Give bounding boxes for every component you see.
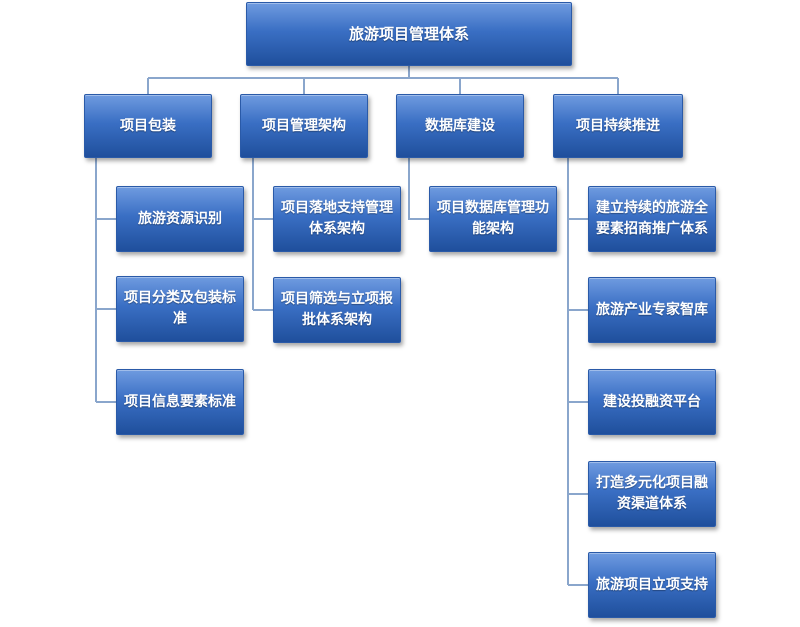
leaf-node: 旅游项目立项支持 [588,552,716,618]
branch-node-promotion: 项目持续推进 [553,94,683,158]
leaf-node: 建设投融资平台 [588,369,716,435]
leaf-node: 项目筛选与立项报批体系架构 [273,277,401,343]
leaf-node: 旅游产业专家智库 [588,277,716,343]
connector-branch-3 [408,158,429,220]
leaf-node: 打造多元化项目融资渠道体系 [588,461,716,527]
leaf-node: 项目分类及包装标准 [116,276,244,342]
leaf-node: 项目落地支持管理体系架构 [273,186,401,252]
connector-branch-4 [567,158,588,586]
leaf-node: 旅游资源识别 [116,186,244,252]
branch-node-packaging: 项目包装 [84,94,212,158]
branch-node-management: 项目管理架构 [240,94,368,158]
connector-root [147,66,619,94]
connector-branch-1 [95,158,116,403]
branch-node-database: 数据库建设 [396,94,524,158]
leaf-node: 项目信息要素标准 [116,369,244,435]
connector-branch-2 [252,158,273,311]
leaf-node: 建立持续的旅游全要素招商推广体系 [588,186,716,252]
leaf-node: 项目数据库管理功能架构 [429,186,557,252]
root-node: 旅游项目管理体系 [246,2,572,66]
